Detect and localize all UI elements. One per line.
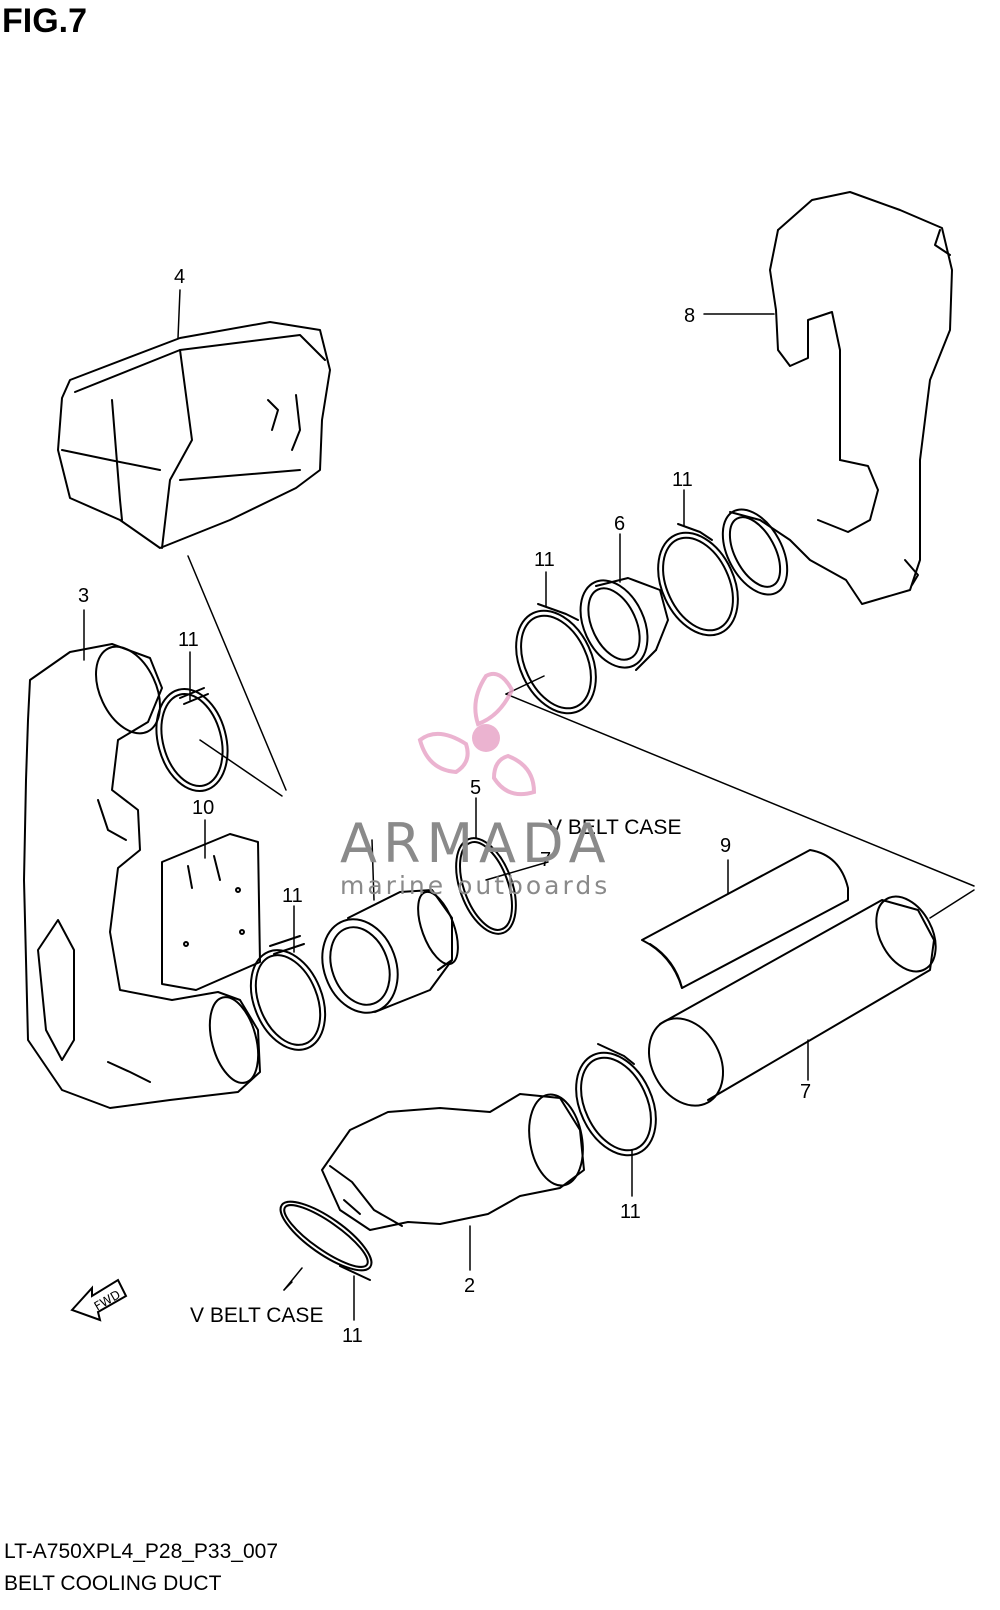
- callout-11-left: 11: [178, 629, 199, 651]
- figure-title: FIG.7: [2, 2, 88, 40]
- diagram-caption: BELT COOLING DUCT: [4, 1572, 222, 1595]
- part-3-duct[interactable]: [23, 636, 267, 1109]
- callout-11-mid: 11: [282, 885, 303, 907]
- diagram-code: LT-A750XPL4_P28_P33_007: [4, 1540, 279, 1563]
- clamp-11-lower-right[interactable]: [561, 1040, 672, 1168]
- note-v-belt-case-bottom: V BELT CASE: [190, 1304, 323, 1327]
- callout-11-upper-b: 11: [672, 469, 693, 491]
- part-5-band[interactable]: [444, 830, 527, 942]
- callout-8: 8: [684, 305, 695, 327]
- callout-5: 5: [470, 777, 481, 799]
- part-9-shell[interactable]: [641, 849, 849, 989]
- callout-2: 2: [464, 1275, 475, 1297]
- part-4-cover[interactable]: [57, 321, 331, 549]
- part-6-coupler[interactable]: [567, 570, 669, 679]
- callout-6: 6: [614, 513, 625, 535]
- fwd-arrow-icon: FWD: [70, 1278, 128, 1322]
- callout-11-lower-right: 11: [620, 1201, 641, 1223]
- watermark-tagline: marine outboards: [340, 871, 610, 900]
- clamp-11-upper-b[interactable]: [643, 520, 754, 648]
- part-10-plate[interactable]: [161, 833, 261, 991]
- callout-11-bottom: 11: [342, 1325, 363, 1347]
- part-7-tube[interactable]: [634, 886, 947, 1118]
- callout-7-lower: 7: [800, 1081, 811, 1103]
- part-2-elbow[interactable]: [321, 1090, 590, 1231]
- clamp-11-mid-left[interactable]: [237, 935, 339, 1061]
- part-8-duct[interactable]: [710, 191, 953, 605]
- note-v-belt-case-top: V BELT CASE: [548, 816, 681, 839]
- clamp-11-left[interactable]: [146, 681, 239, 799]
- part-1-sleeve[interactable]: [310, 887, 466, 1024]
- clamp-11-bottom[interactable]: [271, 1190, 380, 1281]
- clamp-11-upper-a[interactable]: [501, 598, 612, 726]
- callout-11-upper-a: 11: [534, 549, 555, 571]
- watermark-brand: ARMADA: [340, 812, 612, 875]
- callout-3: 3: [78, 585, 89, 607]
- callout-7-upper: 7: [540, 849, 551, 871]
- armada-logo-icon: [417, 671, 537, 797]
- leader-lines: [83, 289, 975, 1321]
- callout-4: 4: [174, 266, 185, 288]
- callout-9: 9: [720, 835, 731, 857]
- callout-10: 10: [192, 797, 214, 819]
